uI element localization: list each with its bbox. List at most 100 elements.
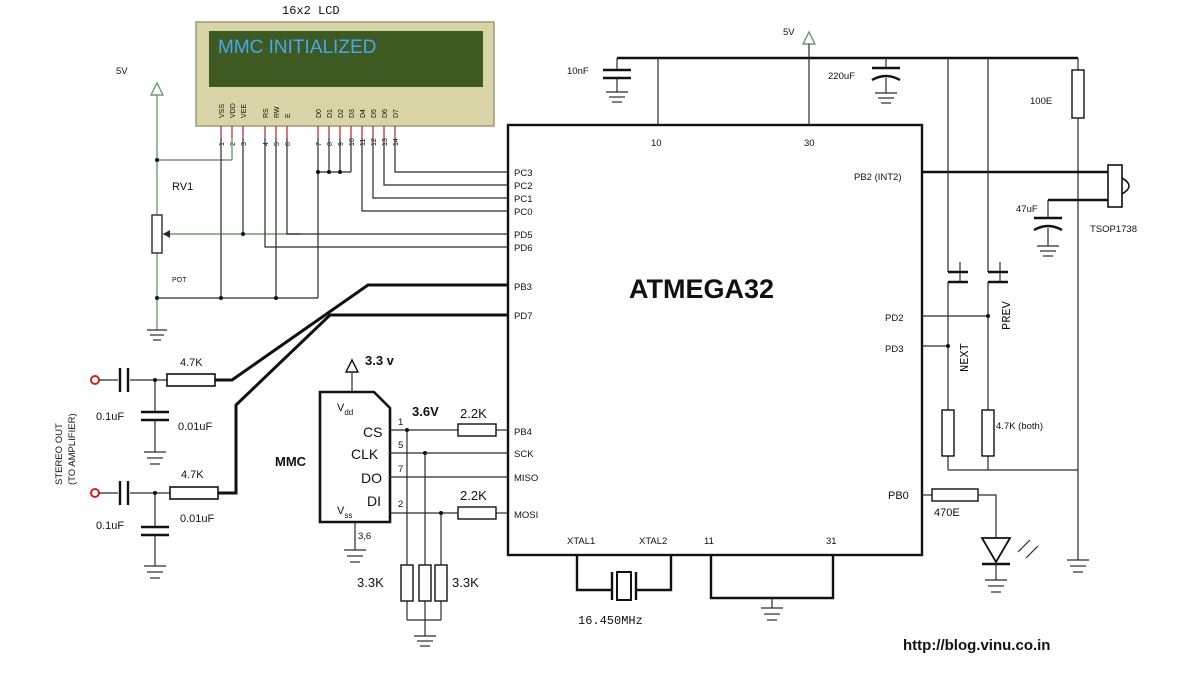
lcd-pin-num-8: 8 xyxy=(327,142,334,146)
lcd-pin-vdd: VDD xyxy=(230,103,237,118)
cap-220uf xyxy=(871,66,901,104)
mcu-bottom-pin-labels: XTAL1 XTAL2 11 31 xyxy=(567,536,837,547)
mmc-ground xyxy=(344,522,366,563)
pin-pc2: PC2 xyxy=(514,181,532,192)
top-5v-arrow xyxy=(801,30,817,45)
rv1-label: RV1 xyxy=(172,181,193,193)
audio-cap1a-label: 0.1uF xyxy=(96,411,124,423)
ir-receiver xyxy=(1107,164,1130,208)
lcd-pin-num-11: 11 xyxy=(360,139,367,146)
audio-out-label-1: STEREO OUT xyxy=(54,423,65,485)
resistor-pullup-label-b: 3.3K xyxy=(452,575,479,590)
junction xyxy=(155,158,159,162)
ir-part-label: TSOP1738 xyxy=(1090,224,1137,235)
footer-url: http://blog.vinu.co.in xyxy=(903,637,1050,654)
junction xyxy=(405,428,409,432)
lcd-pin-d1: D1 xyxy=(327,109,334,118)
pin-xtal1: XTAL1 xyxy=(567,536,595,547)
lcd-pin-num-7: 7 xyxy=(316,142,323,146)
pin-pb4: PB4 xyxy=(514,427,532,438)
lcd-pin-vee: VEE xyxy=(241,104,248,118)
pin-10: 10 xyxy=(651,138,662,149)
audio-cap2a-label: 0.1uF xyxy=(96,520,124,532)
pot-label: POT xyxy=(172,277,187,284)
audio-channel-2 xyxy=(90,481,219,579)
lcd-display-text: MMC INITIALIZED xyxy=(218,37,376,58)
lcd-pin-num-6: 6 xyxy=(285,142,292,146)
resistor-pullup-1 xyxy=(400,564,414,602)
mmc-pin-di: DI xyxy=(367,493,381,509)
mmc-pin-do: DO xyxy=(361,470,382,486)
audio-res2-label: 4.7K xyxy=(181,469,204,481)
cap-10nf-label: 10nF xyxy=(567,66,589,77)
button-prev-symbol xyxy=(988,262,1008,284)
resistor-mosi xyxy=(457,506,497,520)
lcd-pin-rw: RW xyxy=(274,106,281,118)
mcu-left-pin-labels: PC3 PC2 PC1 PC0 PD5 PD6 PB3 PD7 PB4 SCK … xyxy=(514,168,538,521)
lcd-pin-d0: D0 xyxy=(316,109,323,118)
crystal xyxy=(575,555,673,601)
lcd-pin-num-13: 13 xyxy=(382,138,389,146)
mcu-top-pin-labels: 10 30 xyxy=(651,138,815,149)
mcu-name: ATMEGA32 xyxy=(629,274,774,304)
top-supply-wires xyxy=(616,44,1078,125)
lcd-pin-num-14: 14 xyxy=(393,138,400,146)
mmc-label: MMC xyxy=(275,454,307,469)
lcd-screen xyxy=(209,31,483,87)
resistor-100e-label: 100E xyxy=(1030,96,1052,107)
resistor-buttons-label: 4.7K (both) xyxy=(996,421,1043,432)
lcd-pin-vss: VSS xyxy=(219,104,226,118)
mmc-gnd-pins: 3,6 xyxy=(358,531,371,542)
mmc-wires xyxy=(390,429,508,647)
mmc-node-label: 3.6V xyxy=(412,404,439,419)
pin-pd7: PD7 xyxy=(514,311,532,322)
mmc-vdd-v: V xyxy=(337,402,345,414)
button-next-label: NEXT xyxy=(958,343,972,372)
cap-220uf-label: 220uF xyxy=(828,71,855,82)
junction xyxy=(439,511,443,515)
pin-11: 11 xyxy=(704,536,714,547)
pin-miso: MISO xyxy=(514,473,538,484)
pin-pd6: PD6 xyxy=(514,243,532,254)
junction xyxy=(946,344,950,348)
mmc-pin-num-do: 7 xyxy=(398,464,403,475)
junction xyxy=(241,232,245,236)
button-prev-label: PREV xyxy=(1000,300,1014,330)
lcd-pin-stubs xyxy=(220,126,396,138)
green-wires xyxy=(156,95,300,330)
lcd-pin-num-2: 2 xyxy=(230,142,237,146)
crystal-freq: 16.450MHz xyxy=(578,614,643,628)
lcd-pin-num-5: 5 xyxy=(274,142,281,146)
lcd-pin-d7: D7 xyxy=(393,109,400,118)
left-5v-arrow xyxy=(149,81,165,96)
audio-out-label-2: (TO AMPLIFIER) xyxy=(67,413,78,485)
pin-pd2: PD2 xyxy=(885,313,903,324)
mmc-supply-label: 3.3 v xyxy=(365,353,395,368)
lcd-title: 16x2 LCD xyxy=(282,4,340,18)
junction xyxy=(153,491,157,495)
mmc-vss-v: V xyxy=(337,505,345,517)
pin-pb3: PB3 xyxy=(514,282,532,293)
resistor-pullup-3 xyxy=(434,564,448,602)
mmc-vdd: Vdd xyxy=(337,402,353,417)
junction xyxy=(274,296,278,300)
resistor-mosi-label: 2.2K xyxy=(460,488,487,503)
lcd-pin-e: E xyxy=(285,113,292,118)
junction xyxy=(316,170,320,174)
lcd-pin-numbers: 1 2 3 4 5 6 7 8 9 10 11 12 13 14 xyxy=(219,138,400,146)
left-5v-label: 5V xyxy=(116,66,128,77)
mmc-vss: Vss xyxy=(337,505,352,520)
junction xyxy=(338,170,342,174)
audio-cap2b-label: 0.01uF xyxy=(180,513,215,525)
mmc-pin-num-di: 2 xyxy=(398,499,403,510)
left-ground xyxy=(147,329,167,341)
mmc-card xyxy=(318,390,392,524)
lcd-pin-d4: D4 xyxy=(360,109,367,118)
right-wires xyxy=(922,58,1108,560)
audio-wires xyxy=(215,283,508,495)
audio-channel-1 xyxy=(90,368,216,465)
lcd-pin-labels: VSS VDD VEE RS RW E D0 D1 D2 D3 D4 D5 D6… xyxy=(219,103,400,118)
resistor-pullup-label-a: 3.3K xyxy=(357,575,384,590)
lcd-pin-num-4: 4 xyxy=(263,142,270,146)
